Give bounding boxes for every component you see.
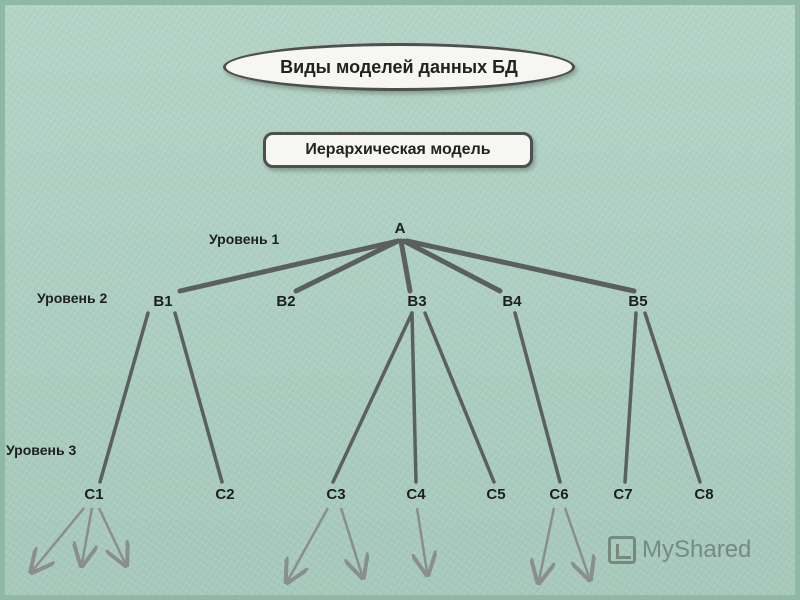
arrow-c3-1 — [288, 507, 330, 580]
arrow-c1-2 — [82, 507, 92, 563]
model-type-text: Иерархическая модель — [305, 141, 491, 158]
node-c2: C2 — [215, 486, 234, 503]
model-type-label: Иерархическая модель — [263, 132, 533, 168]
level-1-label: Уровень 1 — [209, 231, 279, 247]
arrow-c1-3 — [97, 507, 125, 563]
node-c5: C5 — [486, 486, 505, 503]
node-b1: B1 — [153, 293, 172, 310]
node-c3: C3 — [326, 486, 345, 503]
node-c7: C7 — [613, 486, 632, 503]
edge-root-b4 — [401, 238, 503, 294]
arrow-c6-2 — [563, 507, 589, 577]
edge-b5-c7 — [623, 311, 638, 484]
edge-b3-c5 — [423, 311, 496, 484]
edge-root-b2 — [293, 238, 401, 294]
node-b2: B2 — [276, 293, 295, 310]
node-b4: B4 — [502, 293, 522, 310]
edge-root-b1 — [177, 238, 401, 294]
edge-b1-c1 — [98, 311, 150, 484]
tree-edges — [98, 238, 702, 484]
edge-root-b3 — [398, 238, 413, 294]
watermark-text: MyShared — [642, 536, 752, 563]
node-c1: C1 — [84, 486, 103, 503]
arrow-c4-1 — [417, 507, 427, 572]
node-c4: C4 — [406, 486, 426, 503]
presentation-icon — [608, 536, 636, 564]
node-b5: B5 — [628, 293, 647, 310]
myshared-watermark: MyShared — [608, 536, 751, 564]
arrow-c3-2 — [339, 507, 362, 575]
slide-title: Виды моделей данных БД — [223, 43, 575, 91]
slide-title-text: Виды моделей данных БД — [280, 56, 518, 77]
level-3-label: Уровень 3 — [6, 442, 76, 458]
arrow-c6-1 — [539, 507, 554, 580]
edge-b4-c6 — [513, 311, 562, 484]
edge-root-b5 — [404, 238, 637, 294]
node-a: A — [395, 220, 406, 237]
edge-b1-c2 — [173, 311, 224, 484]
node-b3: B3 — [407, 293, 426, 310]
node-c8: C8 — [694, 486, 713, 503]
node-c6: C6 — [549, 486, 568, 503]
edge-b5-c8 — [643, 311, 702, 484]
level-2-label: Уровень 2 — [37, 290, 107, 306]
edge-b3-c3 — [331, 311, 414, 484]
edge-b3-c4 — [410, 311, 418, 484]
child-arrows — [33, 507, 589, 580]
arrow-c1-1 — [33, 507, 85, 570]
